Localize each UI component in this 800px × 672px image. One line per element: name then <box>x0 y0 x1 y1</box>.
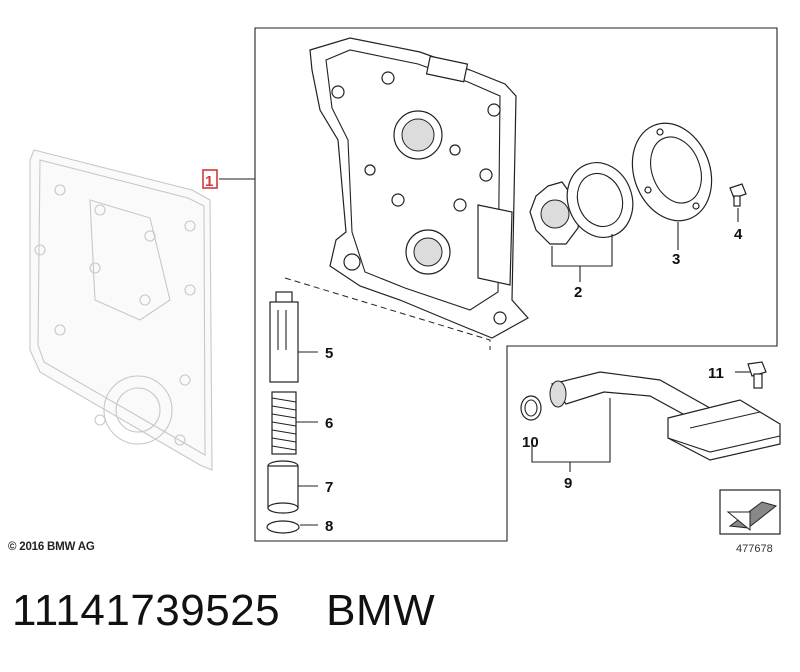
callout-5: 5 <box>325 345 333 362</box>
callout-6: 6 <box>325 415 333 432</box>
callout-10: 10 <box>522 434 539 451</box>
orientation-arrow-icon <box>719 489 781 535</box>
relief-spring <box>271 391 297 455</box>
callout-1: 1 <box>205 173 213 190</box>
pump-cover-plate <box>631 122 713 222</box>
callout-7: 7 <box>325 479 333 496</box>
callout-8: 8 <box>325 518 333 535</box>
group-frame-main <box>254 27 778 542</box>
timing-case-cover-ghost <box>29 149 213 471</box>
image-number: 477678 <box>736 543 773 555</box>
screw <box>729 183 747 207</box>
brand-name: BMW <box>326 586 436 635</box>
o-ring <box>520 395 542 421</box>
o-ring-inner <box>524 399 538 417</box>
callout-9-leader <box>531 398 611 472</box>
callout-11: 11 <box>708 365 724 382</box>
part-number: 11141739525 <box>12 586 281 635</box>
copyright-notice: © 2016 BMW AG <box>8 541 95 553</box>
callout-2-leader <box>551 234 613 282</box>
sleeve <box>267 460 299 514</box>
relief-piston <box>269 291 299 383</box>
callout-9: 9 <box>564 475 572 492</box>
circlip <box>266 520 300 534</box>
timing-case-housing <box>309 37 529 339</box>
assembly-axis-dashed <box>284 277 491 350</box>
callout-3: 3 <box>672 251 680 268</box>
callout-2: 2 <box>574 284 582 301</box>
callout-1-box <box>202 169 218 189</box>
callout-4: 4 <box>734 226 743 243</box>
bolt <box>747 361 767 389</box>
suction-pipe <box>549 371 781 461</box>
oil-pump-rotors <box>529 162 634 245</box>
part-caption: 11141739525 BMW <box>12 586 435 636</box>
